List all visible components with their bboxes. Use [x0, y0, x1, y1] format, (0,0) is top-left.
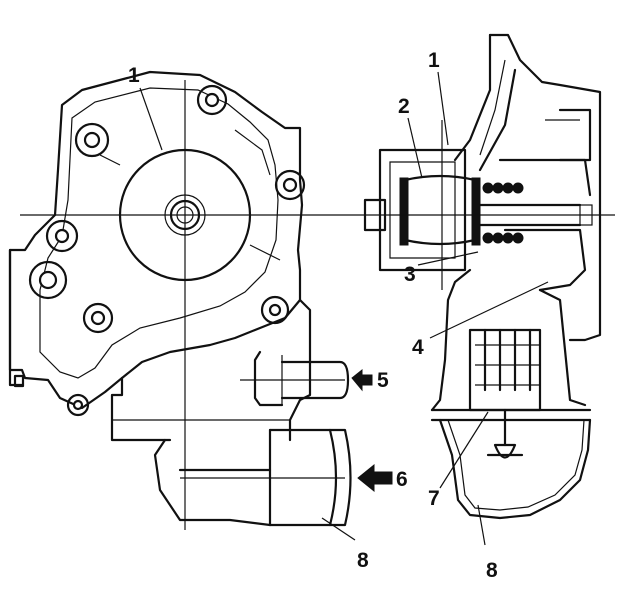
callout-4: 4	[412, 336, 424, 359]
flow-arrow-5	[351, 368, 373, 392]
pump-thermostat-section-view	[363, 33, 602, 520]
flow-arrow-6	[357, 463, 393, 493]
callout-labels: 1 1 2 3 4 5 6 7 8 8	[128, 49, 498, 582]
thermostat-element	[468, 328, 542, 459]
center-lines	[20, 80, 615, 530]
callout-5: 5	[377, 369, 389, 392]
leader-lines	[139, 71, 549, 546]
bolt-boss-group	[28, 84, 306, 417]
callout-8-right: 8	[486, 559, 498, 582]
callout-6: 6	[396, 468, 408, 491]
pump-housing-front-view	[8, 70, 352, 527]
callout-1-left: 1	[128, 64, 140, 87]
callout-1-right: 1	[428, 49, 440, 72]
seal-detail	[482, 182, 524, 244]
callout-8-left: 8	[357, 549, 369, 572]
callout-2: 2	[398, 95, 410, 118]
callout-7: 7	[428, 487, 440, 510]
callout-3: 3	[404, 263, 416, 286]
